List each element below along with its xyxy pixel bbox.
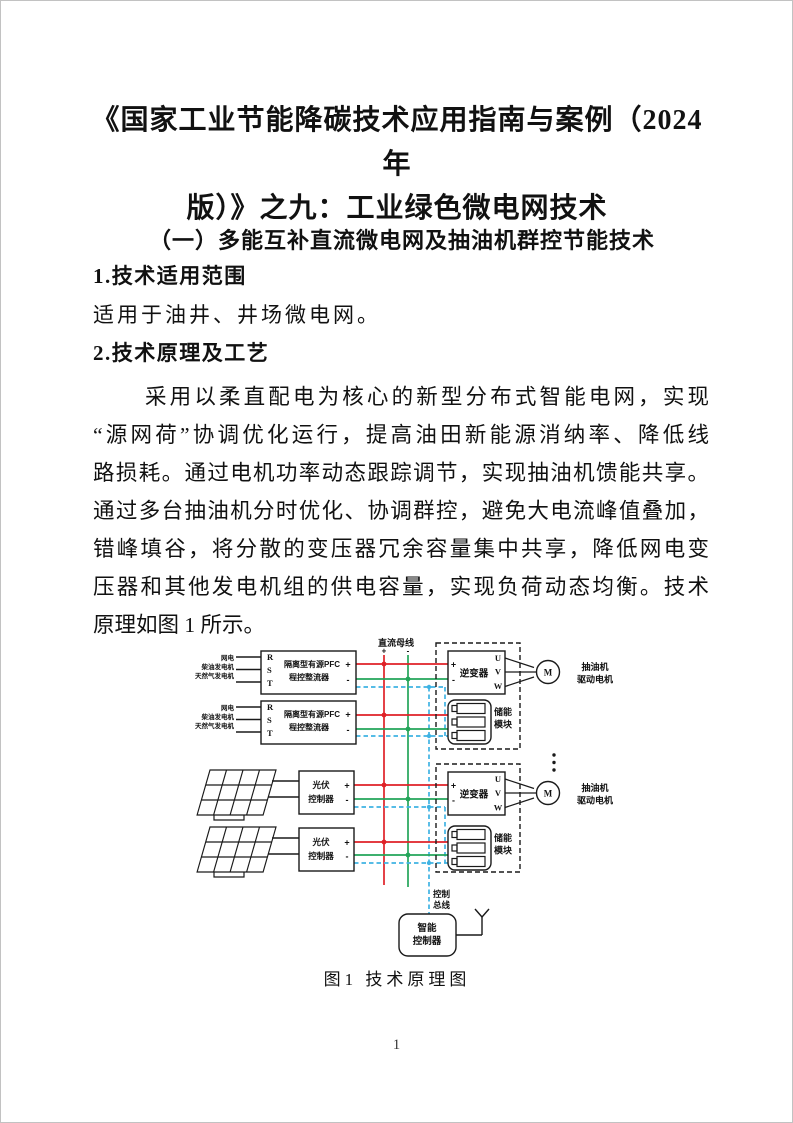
rectifier-label-line-1: 隔离型有源PFC [284,659,340,669]
document-title-line-1: 《国家工业节能降碳技术应用指南与案例（2024 年 [91,105,703,180]
smart-controller-label-line-1: 智能 [417,922,437,934]
plus-terminal: + [451,781,456,791]
motor-letter: M [544,789,553,799]
solar-panel-icon [196,769,277,816]
phase-v-label: V [495,788,502,798]
document-title: 《国家工业节能降碳技术应用指南与案例（2024 年 版）》之九：工业绿色微电网技… [89,99,705,231]
rectifier-unit-1: 网电 柴油发电机 天然气发电机 R S T 隔离型有源PFC 程控整流器 + - [195,650,357,695]
rectifier-label-line-1: 隔离型有源PFC [284,709,340,719]
motor-letter: M [544,668,553,678]
motor-label-line-2: 驱动电机 [577,795,613,806]
smart-controller-label-line-2: 控制器 [413,935,442,947]
minus-terminal: - [452,675,455,685]
minus-terminal: - [347,725,350,735]
motor-label-line-1: 抽油机 [581,782,608,793]
rectifier-label-line-2: 程控整流器 [289,672,330,682]
rectifier-label-line-2: 程控整流器 [289,722,330,732]
technology-paragraph: 采用以柔直配电为核心的新型分布式智能电网，实现 “源网荷”协调优化运行，提高油田… [93,378,709,644]
minus-terminal: - [452,796,455,806]
dc-bus-minus-mark: - [407,647,410,656]
plus-terminal: + [344,781,349,791]
plus-terminal: + [451,660,456,670]
battery-storage-icon [447,825,492,871]
pv-controller-label-line-1: 光伏 [311,780,330,790]
inverter-label: 逆变器 [460,668,489,680]
solar-panel-icon [196,826,277,873]
motor-icon [535,659,561,685]
pv-controller-label-line-2: 控制器 [308,794,334,804]
motor-label-line-2: 驱动电机 [577,674,613,685]
wellsite-unit-1: 逆变器 + - U V W M 抽油机 驱动电机 储能 模块 [435,642,613,750]
paragraph-line: 路损耗。通过电机功率动态跟踪调节，实现抽油机馈能共享。 [93,461,709,485]
motor-label-line-1: 抽油机 [581,661,608,672]
paragraph-line: 错峰填谷，将分散的变压器冗余容量集中共享，降低网电变 [93,537,709,561]
storage-label-line-1: 储能 [494,706,512,717]
pv-unit-1: 光伏 控制器 + - [196,769,355,821]
pv-controller-label-line-1: 光伏 [311,837,330,847]
battery-storage-icon [447,699,492,745]
wellsite-unit-2: 逆变器 + - U V W M 抽油机 驱动电机 储能 模块 [435,763,613,873]
control-bus-label-line-2: 总线 [433,900,451,910]
phase-w-label: W [494,681,503,691]
power-source-label: 天然气发电机 [195,671,235,680]
power-source-label: 柴油发电机 [201,662,235,671]
subsection-1-heading: 1.技术适用范围 [93,264,247,288]
minus-terminal: - [347,675,350,685]
pv-controller-label-line-2: 控制器 [308,851,334,861]
microgrid-schematic: 直流母线 + - [195,637,613,957]
applicable-scope-text: 适用于油井、井场微电网。 [93,303,381,327]
figure-caption: 图1 技术原理图 [323,970,471,989]
phase-r-label: R [267,652,274,662]
power-source-label: 柴油发电机 [201,712,235,721]
paragraph-line: 采用以柔直配电为核心的新型分布式智能电网，实现 [145,385,709,409]
dc-feeder-lines [354,663,448,864]
storage-label-line-2: 模块 [494,719,513,730]
minus-terminal: - [346,795,349,805]
more-units-ellipsis [552,753,556,772]
power-source-label: 网电 [221,653,235,662]
dc-bus-lines [383,655,430,914]
phase-t-label: T [267,678,273,688]
inverter-label: 逆变器 [460,789,489,801]
pv-unit-2: 光伏 控制器 + - [196,826,355,878]
plus-terminal: + [345,660,350,670]
smart-controller: 智能 控制器 [398,913,457,957]
document-title-line-2: 版）》之九：工业绿色微电网技术 [186,193,608,224]
paragraph-line: 原理如图 1 所示。 [93,613,266,637]
phase-u-label: U [495,653,501,663]
minus-terminal: - [346,852,349,862]
phase-u-label: U [495,774,501,784]
motor-icon [535,780,561,806]
paragraph-line: 通过多台抽油机分时优化、协调群控，避免大电流峰值叠加， [93,499,709,523]
phase-r-label: R [267,702,274,712]
plus-terminal: + [344,838,349,848]
page-number: 1 [392,1037,401,1053]
control-bus-label-line-1: 控制 [433,889,451,899]
phase-w-label: W [494,803,503,813]
phase-v-label: V [495,667,502,677]
plus-terminal: + [345,710,350,720]
dc-bus-label: 直流母线 [378,637,414,648]
storage-label-line-1: 储能 [494,832,512,843]
subsection-2-heading: 2.技术原理及工艺 [93,341,270,365]
phase-s-label: S [267,665,272,675]
bus-junction-dots [381,661,432,866]
phase-s-label: S [267,715,272,725]
power-source-label: 网电 [221,703,235,712]
storage-label-line-2: 模块 [494,845,513,856]
antenna-icon [456,908,490,936]
section-heading: （一）多能互补直流微电网及抽油机群控节能技术 [149,228,656,253]
dc-bus-plus-mark: + [382,647,387,656]
paragraph-line: “源网荷”协调优化运行，提高油田新能源消纳率、降低线 [93,423,709,447]
power-source-label: 天然气发电机 [195,721,235,730]
rectifier-unit-2: 网电 柴油发电机 天然气发电机 R S T 隔离型有源PFC 程控整流器 + - [195,700,357,745]
paragraph-line: 压器和其他发电机组的供电容量，实现负荷动态均衡。技术 [93,575,709,599]
phase-t-label: T [267,728,273,738]
